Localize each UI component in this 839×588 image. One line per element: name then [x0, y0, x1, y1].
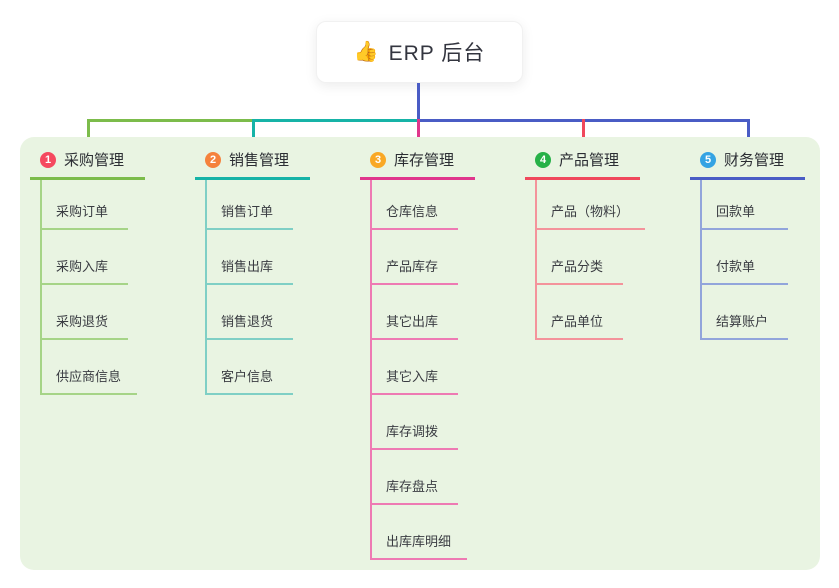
child-node-label: 采购退货 [56, 314, 109, 329]
drop-line-3 [417, 119, 420, 146]
branch-children: 采购订单采购入库采购退货供应商信息 [40, 180, 145, 395]
child-node-label: 供应商信息 [56, 369, 122, 384]
branch-number-badge: 3 [370, 151, 386, 168]
branch-column-5: 5 财务管理回款单付款单结算账户 [690, 137, 805, 340]
child-node-label: 产品库存 [386, 259, 439, 274]
child-node-label: 出库库明细 [386, 534, 452, 549]
branch-title[interactable]: 3 库存管理 [360, 137, 475, 180]
child-node-label: 销售出库 [221, 259, 274, 274]
branch-number-badge: 5 [700, 151, 716, 168]
child-node[interactable]: 产品库存 [372, 230, 458, 285]
branch-number-badge: 4 [535, 151, 551, 168]
top-rail-mid-line [254, 119, 418, 122]
branch-children: 产品（物料） 产品分类产品单位 [535, 180, 646, 340]
child-node-label: 采购订单 [56, 204, 109, 219]
branch-column-3: 3 库存管理仓库信息产品库存其它出库其它入库库存调拨库存盘点出库库明细 [360, 137, 475, 560]
branch-title[interactable]: 4 产品管理 [525, 137, 640, 180]
child-node-label: 销售订单 [221, 204, 274, 219]
branch-title-label: 库存管理 [394, 152, 455, 169]
child-node[interactable]: 仓库信息 [372, 180, 458, 230]
branch-title-label: 财务管理 [724, 152, 785, 169]
child-node[interactable]: 采购退货 [42, 285, 128, 340]
child-node[interactable]: 客户信息 [207, 340, 293, 395]
drop-line-4 [582, 119, 585, 146]
child-node-label: 付款单 [716, 259, 756, 274]
child-node-label: 产品单位 [551, 314, 604, 329]
child-node-label: 产品分类 [551, 259, 604, 274]
child-node-label: 客户信息 [221, 369, 274, 384]
root-stem-line [417, 83, 420, 120]
child-node[interactable]: 采购入库 [42, 230, 128, 285]
branch-children: 回款单付款单结算账户 [700, 180, 805, 340]
drop-line-1 [87, 119, 90, 146]
child-node[interactable]: 采购订单 [42, 180, 128, 230]
branch-number-badge: 2 [205, 151, 221, 168]
branch-children: 销售订单销售出库销售退货客户信息 [205, 180, 310, 395]
child-node[interactable]: 供应商信息 [42, 340, 138, 395]
child-node[interactable]: 付款单 [702, 230, 788, 285]
branch-title[interactable]: 5 财务管理 [690, 137, 805, 180]
child-node[interactable]: 销售出库 [207, 230, 293, 285]
child-node[interactable]: 库存调拨 [372, 395, 458, 450]
child-node-label: 库存盘点 [386, 479, 439, 494]
branch-children: 仓库信息产品库存其它出库其它入库库存调拨库存盘点出库库明细 [370, 180, 475, 560]
drop-line-2 [252, 119, 255, 146]
top-rail-left-line [87, 119, 255, 122]
root-node[interactable]: 👍 ERP 后台 [316, 21, 523, 83]
child-node[interactable]: 产品分类 [537, 230, 623, 285]
child-node[interactable]: 结算账户 [702, 285, 788, 340]
branch-title[interactable]: 2 销售管理 [195, 137, 310, 180]
child-node-label: 销售退货 [221, 314, 274, 329]
branch-title-label: 销售管理 [229, 152, 290, 169]
child-node[interactable]: 销售退货 [207, 285, 293, 340]
child-node-label: 结算账户 [716, 314, 769, 329]
child-node-label: 库存调拨 [386, 424, 439, 439]
branch-title[interactable]: 1 采购管理 [30, 137, 145, 180]
child-node[interactable]: 出库库明细 [372, 505, 468, 560]
branch-column-1: 1 采购管理采购订单采购入库采购退货供应商信息 [30, 137, 145, 395]
child-node-label: 其它出库 [386, 314, 439, 329]
branch-title-label: 采购管理 [64, 152, 125, 169]
child-node-label: 回款单 [716, 204, 756, 219]
child-node[interactable]: 销售订单 [207, 180, 293, 230]
thumbs-up-icon: 👍 [353, 41, 379, 63]
branch-column-4: 4 产品管理产品（物料） 产品分类产品单位 [525, 137, 646, 340]
root-node-label: ERP 后台 [388, 42, 486, 65]
child-node-label: 产品（物料） [551, 204, 630, 219]
child-node[interactable]: 产品单位 [537, 285, 623, 340]
child-node[interactable]: 产品（物料） [537, 180, 646, 230]
branches-panel: 1 采购管理采购订单采购入库采购退货供应商信息 2 销售管理销售订单销售出库销售退货客… [20, 137, 820, 570]
branch-column-2: 2 销售管理销售订单销售出库销售退货客户信息 [195, 137, 310, 395]
child-node[interactable]: 库存盘点 [372, 450, 458, 505]
child-node-label: 仓库信息 [386, 204, 439, 219]
branch-title-label: 产品管理 [559, 152, 620, 169]
child-node-label: 其它入库 [386, 369, 439, 384]
child-node-label: 采购入库 [56, 259, 109, 274]
child-node[interactable]: 其它出库 [372, 285, 458, 340]
drop-line-5 [747, 119, 750, 146]
branch-number-badge: 1 [40, 151, 56, 168]
child-node[interactable]: 其它入库 [372, 340, 458, 395]
child-node[interactable]: 回款单 [702, 180, 788, 230]
